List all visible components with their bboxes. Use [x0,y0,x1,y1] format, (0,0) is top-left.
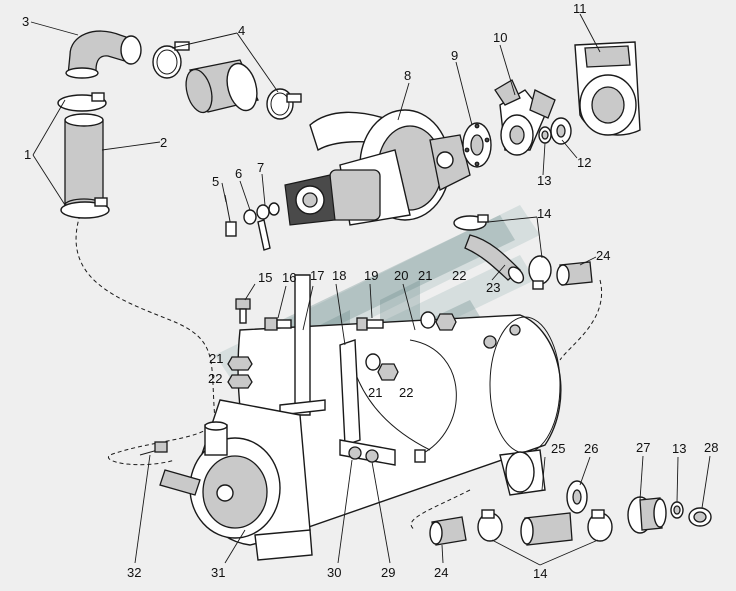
elbow-pipe [65,30,142,79]
callout-15: 15 [258,270,272,285]
callout-16: 16 [282,270,296,285]
cyclone-housing [159,399,313,561]
bolt [264,317,292,331]
callout-23: 23 [486,280,500,295]
hose-clamp [587,509,613,542]
dashed-routing-line-left [75,214,216,466]
callout-27: 27 [636,440,650,455]
hose-clamp [453,214,489,231]
silencer-body [237,314,562,531]
dashed-routing-line-right [559,279,603,361]
callout-22: 22 [208,371,222,386]
callout-19: 19 [364,268,378,283]
hose-clamp [152,41,190,79]
callout-20: 20 [394,268,408,283]
callout-13: 13 [537,173,551,188]
callout-10: 10 [493,30,507,45]
callout-8: 8 [404,68,411,83]
clamp-band [409,339,457,463]
valve-body [494,79,556,156]
callout-26: 26 [584,441,598,456]
end-cap [688,507,712,527]
callout-labels: 1 2 3 4 5 6 7 8 9 10 11 12 13 14 24 23 1… [22,1,718,581]
gasket-ring [550,117,572,145]
callout-4: 4 [238,23,245,38]
callout-22: 22 [399,385,413,400]
callout-3: 3 [22,14,29,29]
pipe-sleeve [556,261,593,286]
callout-1: 1 [24,147,31,162]
hose-clamp [266,88,302,120]
bolt [235,298,251,324]
bolt [356,317,384,331]
callout-14: 14 [537,206,551,221]
callout-32: 32 [127,565,141,580]
nut [365,311,457,381]
washer [538,126,552,144]
callout-5: 5 [212,174,219,189]
callout-24: 24 [434,565,448,580]
callout-21: 21 [209,351,223,366]
callout-30: 30 [327,565,341,580]
pipe-sleeve [429,516,467,546]
hose-clamp [477,509,503,542]
callout-13: 13 [672,441,686,456]
callout-24: 24 [596,248,610,263]
callout-18: 18 [332,268,346,283]
mounting-bracket [279,274,326,416]
hose-sleeve [520,512,573,546]
callout-2: 2 [160,135,167,150]
hose-sleeve [57,92,110,219]
callout-6: 6 [235,166,242,181]
hose-clamp [528,255,552,290]
rubber-hose [185,59,259,114]
callout-31: 31 [211,565,225,580]
curved-hose [464,234,525,284]
callout-17: 17 [310,268,324,283]
callout-28: 28 [704,440,718,455]
mounting-bracket [339,339,396,466]
flange-gasket [462,122,492,168]
callout-12: 12 [577,155,591,170]
callout-11: 11 [573,1,587,16]
turbo-assembly [284,109,471,226]
callout-22: 22 [452,268,466,283]
outlet-flange [627,496,667,534]
long-bolt [139,441,168,456]
callout-25: 25 [551,441,565,456]
washer [670,501,684,519]
dashed-routing-line-bottom [410,489,471,531]
flange-gasket [566,480,588,514]
small-fittings [224,194,280,251]
nut [227,356,253,389]
leader-lines [30,13,711,566]
callout-21: 21 [418,268,432,283]
callout-7: 7 [257,160,264,175]
callout-14: 14 [533,566,547,581]
callout-9: 9 [451,48,458,63]
callout-21: 21 [368,385,382,400]
callout-29: 29 [381,565,395,580]
exhaust-hood [574,41,641,136]
